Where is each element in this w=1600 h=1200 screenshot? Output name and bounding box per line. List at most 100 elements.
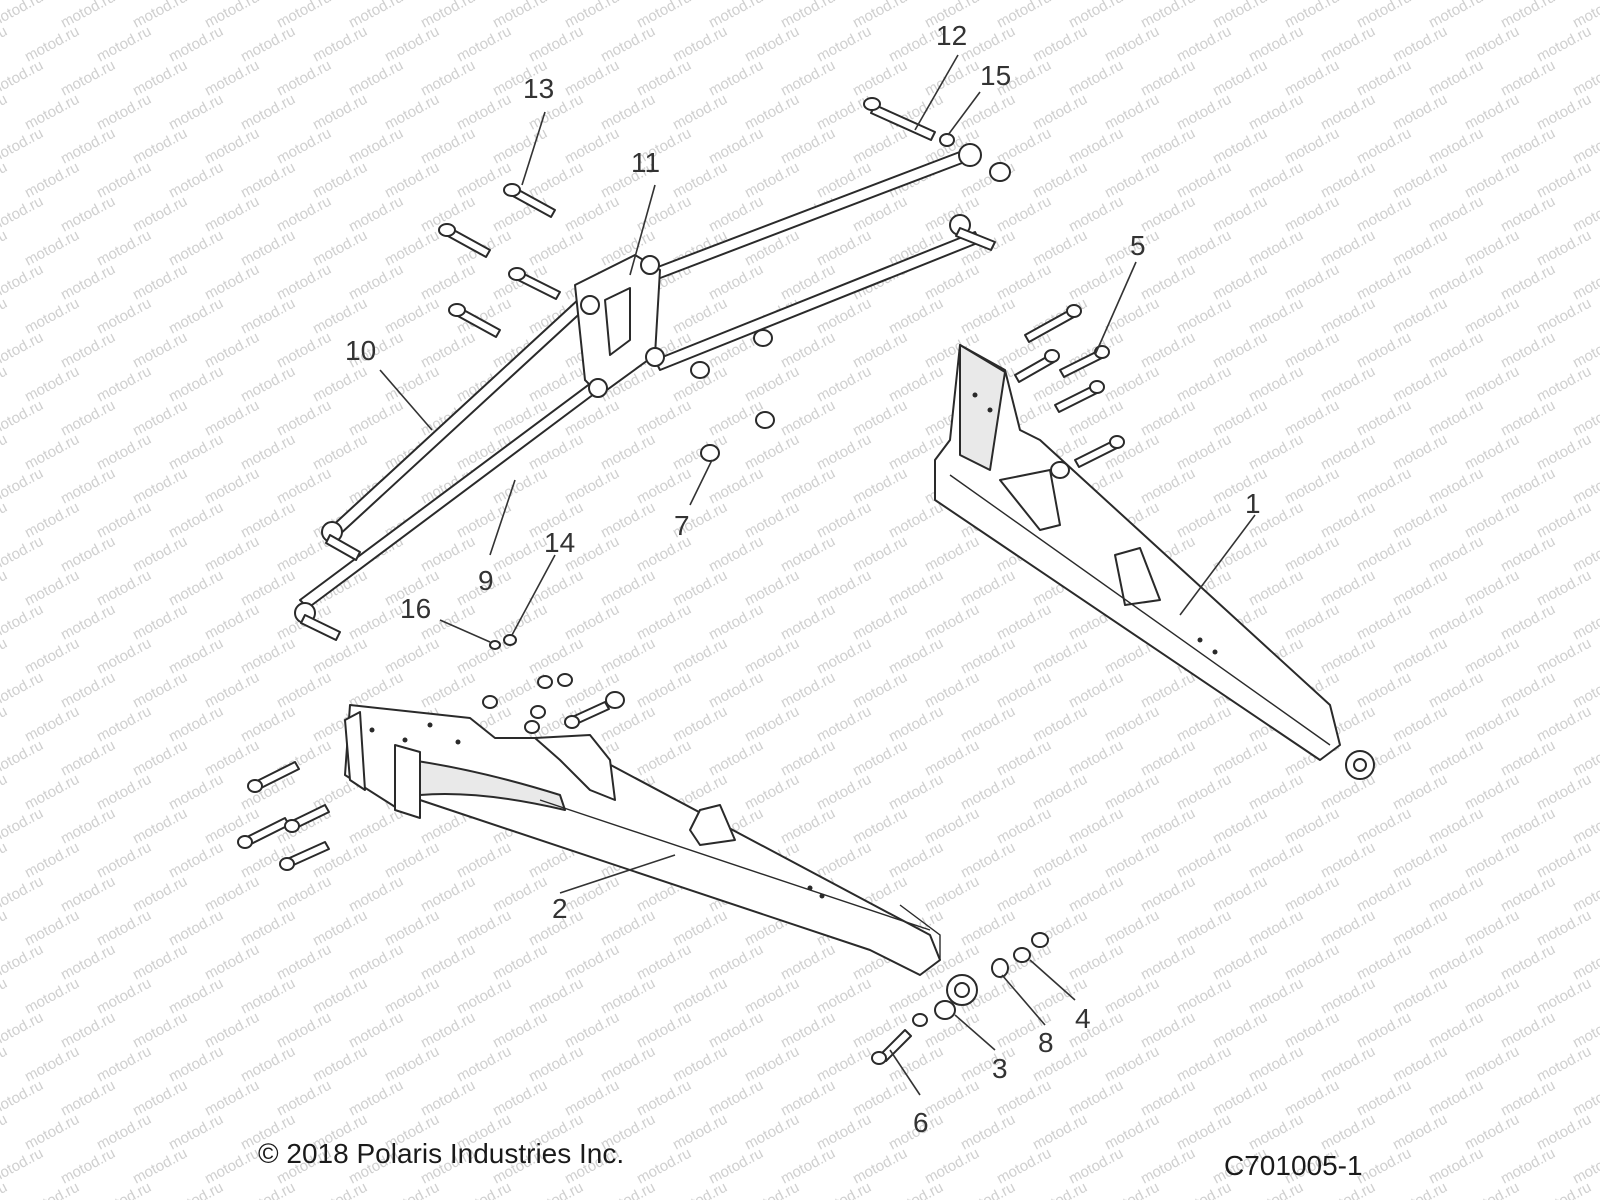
watermark-text: motod.ru: [1030, 159, 1090, 202]
radius-rods: [294, 143, 996, 641]
watermark-text: motod.ru: [0, 57, 46, 100]
watermark-text: motod.ru: [778, 669, 838, 712]
watermark-text: motod.ru: [22, 295, 82, 338]
watermark-text: motod.ru: [1210, 397, 1270, 440]
watermark-text: motod.ru: [1462, 1179, 1522, 1200]
watermark-text: motod.ru: [0, 1145, 46, 1188]
watermark-text: motod.ru: [562, 125, 622, 168]
watermark-text: motod.ru: [1102, 907, 1162, 950]
watermark-text: motod.ru: [0, 737, 46, 780]
watermark-text: motod.ru: [1498, 193, 1558, 236]
watermark-text: motod.ru: [1030, 227, 1090, 270]
watermark-text: motod.ru: [742, 363, 802, 406]
watermark-text: motod.ru: [994, 193, 1054, 236]
watermark-text: motod.ru: [310, 295, 370, 338]
callout-8: 8: [1038, 1027, 1054, 1058]
watermark-text: motod.ru: [1390, 975, 1450, 1018]
watermark-text: motod.ru: [1354, 193, 1414, 236]
watermark-text: motod.ru: [1534, 159, 1594, 202]
watermark-text: motod.ru: [1174, 703, 1234, 746]
watermark-text: motod.ru: [994, 669, 1054, 712]
watermark-text: motod.ru: [58, 737, 118, 780]
watermark-text: motod.ru: [22, 91, 82, 134]
watermark-text: motod.ru: [1318, 1043, 1378, 1086]
watermark-text: motod.ru: [490, 1077, 550, 1120]
watermark-text: motod.ru: [1534, 431, 1594, 474]
watermark-text: motod.ru: [814, 975, 874, 1018]
watermark-text: motod.ru: [94, 839, 154, 882]
watermark-text: motod.ru: [1282, 873, 1342, 916]
watermark-text: motod.ru: [490, 601, 550, 644]
watermark-text: motod.ru: [1102, 363, 1162, 406]
watermark-text: motod.ru: [1282, 941, 1342, 984]
watermark-text: motod.ru: [310, 431, 370, 474]
watermark-text: motod.ru: [1138, 125, 1198, 168]
watermark-text: motod.ru: [1030, 1111, 1090, 1154]
watermark-text: motod.ru: [1102, 1179, 1162, 1200]
watermark-text: motod.ru: [130, 465, 190, 508]
watermark-text: motod.ru: [958, 91, 1018, 134]
watermark-text: motod.ru: [562, 193, 622, 236]
watermark-text: motod.ru: [382, 23, 442, 66]
watermark-text: motod.ru: [22, 1043, 82, 1086]
watermark-text: motod.ru: [1102, 703, 1162, 746]
watermark-text: motod.ru: [454, 839, 514, 882]
watermark-text: motod.ru: [670, 975, 730, 1018]
watermark-text: motod.ru: [238, 363, 298, 406]
watermark-text: motod.ru: [1462, 839, 1522, 882]
watermark-text: motod.ru: [1534, 1111, 1594, 1154]
watermark-text: motod.ru: [778, 465, 838, 508]
watermark-text: motod.ru: [166, 1179, 226, 1200]
callout-2: 2: [552, 893, 568, 924]
watermark-text: motod.ru: [1534, 499, 1594, 542]
watermark-text: motod.ru: [1210, 1009, 1270, 1052]
watermark-text: motod.ru: [202, 57, 262, 100]
watermark-text: motod.ru: [778, 601, 838, 644]
watermark-text: motod.ru: [130, 533, 190, 576]
watermark-text: motod.ru: [130, 737, 190, 780]
watermark-text: motod.ru: [94, 227, 154, 270]
watermark-text: motod.ru: [166, 1043, 226, 1086]
watermark-text: motod.ru: [670, 1043, 730, 1086]
copyright-notice: © 2018 Polaris Industries Inc.: [258, 1138, 625, 1169]
watermark-text: motod.ru: [202, 737, 262, 780]
watermark-text: motod.ru: [94, 703, 154, 746]
watermark-text: motod.ru: [202, 465, 262, 508]
watermark-text: motod.ru: [130, 125, 190, 168]
watermark-text: motod.ru: [1138, 941, 1198, 984]
watermark-text: motod.ru: [1390, 227, 1450, 270]
watermark-text: motod.ru: [418, 1077, 478, 1120]
watermark-text: motod.ru: [346, 57, 406, 100]
watermark-text: motod.ru: [850, 1077, 910, 1120]
watermark-text: motod.ru: [1066, 1145, 1126, 1188]
watermark-text: motod.ru: [1462, 499, 1522, 542]
watermark-text: motod.ru: [1318, 635, 1378, 678]
watermark-text: motod.ru: [202, 533, 262, 576]
callout-16: 16: [400, 593, 431, 624]
watermark-text: motod.ru: [238, 499, 298, 542]
watermark-text: motod.ru: [1498, 57, 1558, 100]
watermark-text: motod.ru: [1174, 159, 1234, 202]
watermark-text: motod.ru: [958, 1179, 1018, 1200]
watermark-text: motod.ru: [670, 295, 730, 338]
watermark-text: motod.ru: [850, 57, 910, 100]
watermark-text: motod.ru: [22, 703, 82, 746]
watermark-text: motod.ru: [1498, 465, 1558, 508]
watermark-text: motod.ru: [0, 907, 10, 950]
watermark-text: motod.ru: [886, 295, 946, 338]
watermark-text: motod.ru: [1246, 159, 1306, 202]
watermark-text: motod.ru: [1282, 465, 1342, 508]
watermark-text: motod.ru: [0, 363, 10, 406]
watermark-text: motod.ru: [814, 1043, 874, 1086]
watermark-text: motod.ru: [886, 1179, 946, 1200]
watermark-text: motod.ru: [706, 533, 766, 576]
watermark-text: motod.ru: [958, 907, 1018, 950]
watermark-text: motod.ru: [0, 567, 10, 610]
watermark-text: motod.ru: [1534, 1043, 1594, 1086]
watermark-text: motod.ru: [1498, 1009, 1558, 1052]
watermark-text: motod.ru: [1066, 873, 1126, 916]
watermark-text: motod.ru: [202, 941, 262, 984]
watermark-text: motod.ru: [1462, 907, 1522, 950]
watermark-text: motod.ru: [922, 601, 982, 644]
bolt-12: [863, 97, 936, 141]
